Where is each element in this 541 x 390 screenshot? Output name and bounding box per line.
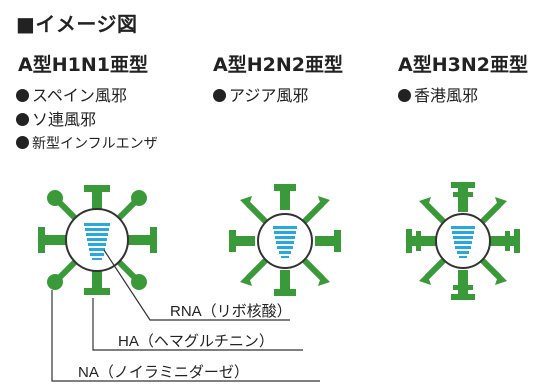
item-text: 新型インフルエンザ: [32, 136, 158, 152]
virus-h3n2: [406, 182, 520, 300]
diagram-heading: ■イメージ図: [16, 12, 138, 36]
rna-strands: [273, 226, 297, 258]
bullet-icon: [16, 113, 29, 126]
na-label: NA（ノイラミニダーゼ）: [78, 364, 249, 381]
list-item: アジア風邪: [213, 84, 308, 108]
virus-h2n2: [229, 184, 341, 296]
subtype-h1n1-title: A型H1N1亜型: [18, 54, 148, 76]
item-text: アジア風邪: [229, 86, 309, 105]
item-text: 香港風邪: [414, 86, 479, 105]
bullet-icon: [16, 89, 29, 102]
ha-label: HA（ヘマグルチニン）: [118, 333, 274, 350]
rna-strands: [84, 223, 110, 260]
list-item: 新型インフルエンザ: [16, 132, 158, 156]
bullet-icon: [16, 136, 29, 149]
list-item: 香港風邪: [398, 84, 478, 108]
item-text: ソ連風邪: [32, 110, 97, 129]
list-item: ソ連風邪: [16, 108, 158, 132]
h2n2-list: アジア風邪: [213, 84, 308, 108]
list-item: スペイン風邪: [16, 84, 158, 108]
subtype-h2n2-title: A型H2N2亜型: [213, 54, 343, 76]
bullet-icon: [213, 89, 226, 102]
rna-label: RNA（リボ核酸）: [170, 303, 292, 320]
h3n2-list: 香港風邪: [398, 84, 478, 108]
item-text: スペイン風邪: [32, 86, 127, 105]
leader-lines: [51, 249, 320, 382]
rna-strands: [451, 226, 475, 258]
virus-h1n1: [38, 185, 157, 295]
subtype-h3n2-title: A型H3N2亜型: [398, 54, 528, 76]
bullet-icon: [398, 89, 411, 102]
h1n1-list: スペイン風邪 ソ連風邪 新型インフルエンザ: [16, 84, 158, 156]
